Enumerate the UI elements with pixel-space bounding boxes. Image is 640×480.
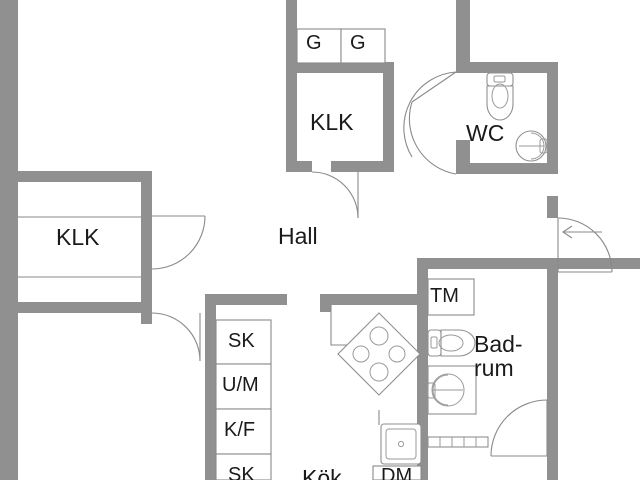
wall-wc-north <box>456 62 558 73</box>
bathroom-fixtures <box>427 278 489 448</box>
door-hall-west <box>151 312 201 362</box>
sink-wc <box>515 130 548 162</box>
wall-kitchen-north <box>320 294 428 305</box>
wall-g-closet-south <box>286 62 394 73</box>
cooktop <box>337 312 421 396</box>
wall-kitchen-north-west-nub <box>320 294 331 312</box>
toilet-bathroom <box>427 329 476 357</box>
door-klk-left <box>151 215 206 270</box>
wall-cabinets-north <box>205 294 287 305</box>
cabinet-box-sk-top <box>215 319 272 365</box>
wall-bathroom-east <box>547 269 558 480</box>
wall-cabinets-west <box>205 294 216 480</box>
wall-klk-top-west <box>286 62 297 172</box>
doors <box>151 71 613 457</box>
wall-wc-west-upper <box>456 0 470 72</box>
wall-klk-left-east <box>141 171 152 313</box>
appliance-box-dm <box>372 465 422 480</box>
kitchen-fittings <box>330 305 422 480</box>
wall-klk-top-south-west <box>286 161 312 172</box>
wall-bathroom-west <box>417 258 428 480</box>
wall-klk-top-south-east <box>331 161 394 172</box>
wc-fixtures <box>486 72 548 162</box>
sink-bathroom <box>427 365 477 415</box>
wall-exterior-left <box>0 0 18 480</box>
closet-box-g-1 <box>296 28 342 64</box>
cabinet-box-kf <box>215 408 272 455</box>
cabinet-box-um <box>215 363 272 410</box>
wall-klk-top-east <box>383 62 394 172</box>
floor-drain-strip <box>427 436 489 448</box>
appliance-box-tm <box>427 278 475 316</box>
door-klk-top <box>311 171 359 219</box>
wall-wc-west-lower <box>456 140 470 174</box>
g-closets <box>296 28 386 64</box>
cabinet-column <box>215 319 272 480</box>
cabinet-box-sk-bottom <box>215 453 272 480</box>
wall-g-closet-west-full <box>286 0 297 62</box>
wall-entry-jamb-top <box>547 196 558 218</box>
wall-entry-south <box>558 258 640 269</box>
door-entry <box>557 217 613 273</box>
wall-bathroom-north <box>417 258 558 269</box>
wall-wc-east <box>547 62 558 174</box>
wall-hall-west-jamb <box>141 302 152 324</box>
entry-direction-arrow <box>562 225 602 239</box>
wall-wc-south <box>456 163 558 174</box>
toilet-wc <box>486 72 514 121</box>
closet-box-g-2 <box>340 28 386 64</box>
door-wc <box>403 71 457 175</box>
wall-klk-left-south <box>0 302 152 313</box>
klk-left-shelves <box>18 216 141 278</box>
kitchen-sink <box>380 423 422 465</box>
door-bathroom <box>490 399 548 457</box>
wall-upper-left-divider <box>0 171 152 182</box>
